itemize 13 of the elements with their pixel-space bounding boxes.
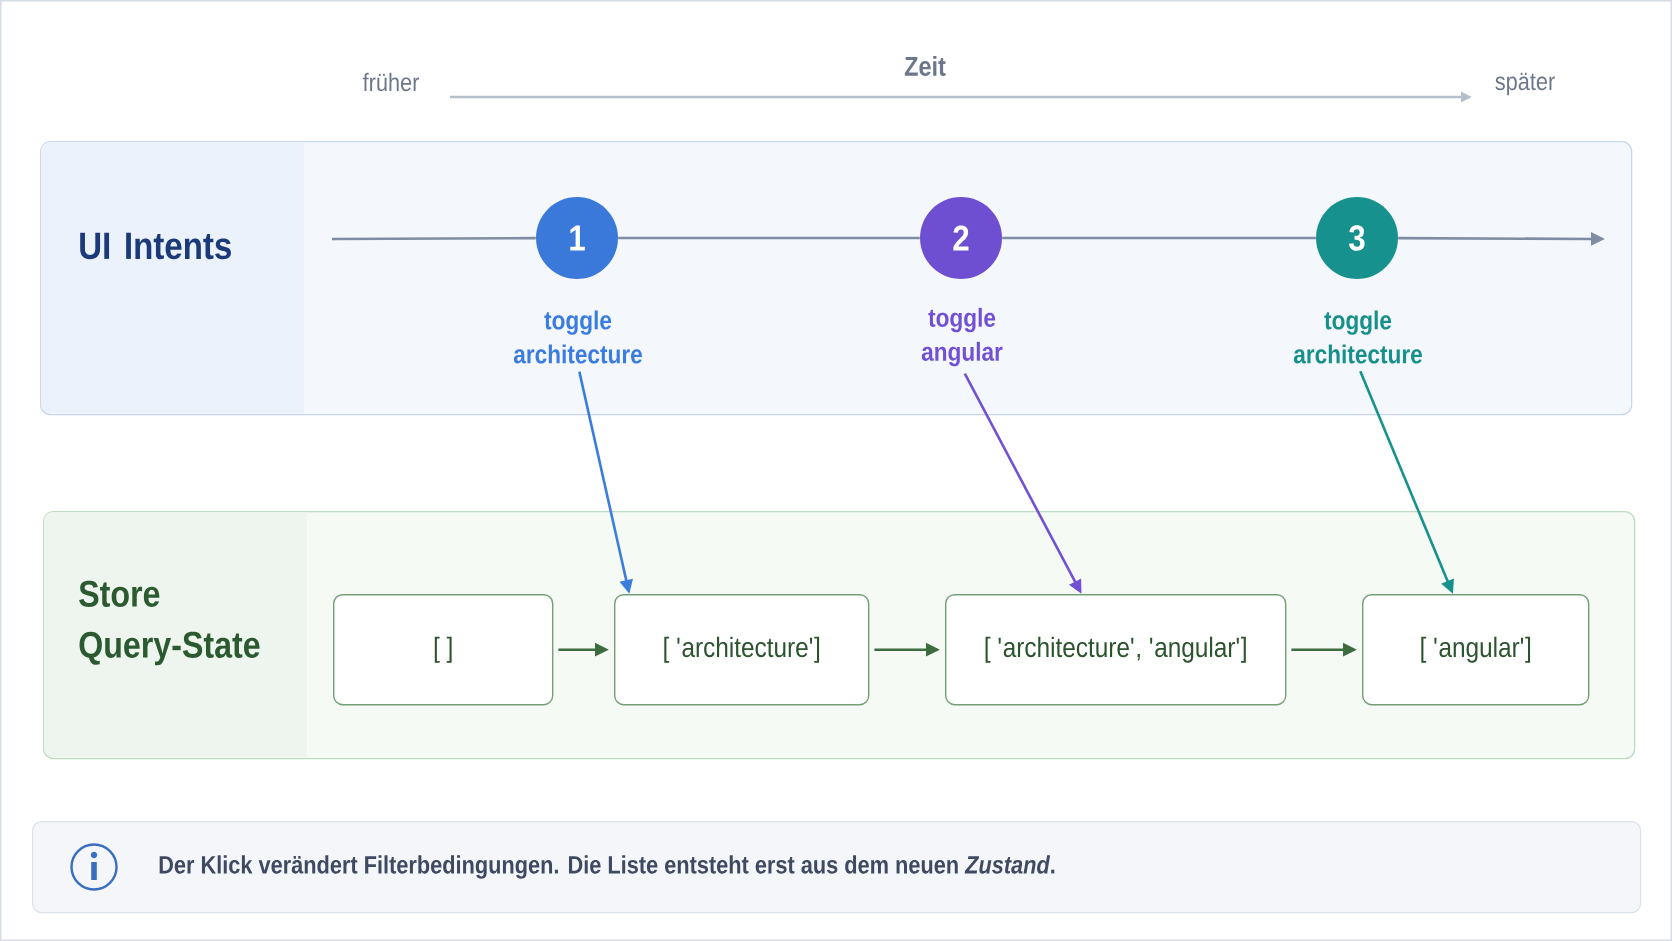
note-box: Der Klick verändert Filterbedingungen. Die Liste entsteht erst aus dem neuen Zustand. xyxy=(32,821,1642,914)
lane-title: UI Intents xyxy=(80,232,231,260)
state-box: [ ] xyxy=(333,594,554,706)
step-label: toggle architecture xyxy=(1293,310,1422,364)
lane-title: Store Query-State xyxy=(79,580,260,666)
axis-label: Zeit xyxy=(904,56,946,76)
state-box: [ 'angular'] xyxy=(1362,594,1590,706)
axis-label: später xyxy=(1495,72,1555,96)
step-label: toggle architecture xyxy=(513,310,642,364)
state-box: [ 'architecture', 'angular'] xyxy=(945,594,1287,706)
state-box: [ 'architecture'] xyxy=(614,594,870,706)
step-label: toggle angular xyxy=(921,307,1003,367)
axis-label: früher xyxy=(362,72,420,92)
